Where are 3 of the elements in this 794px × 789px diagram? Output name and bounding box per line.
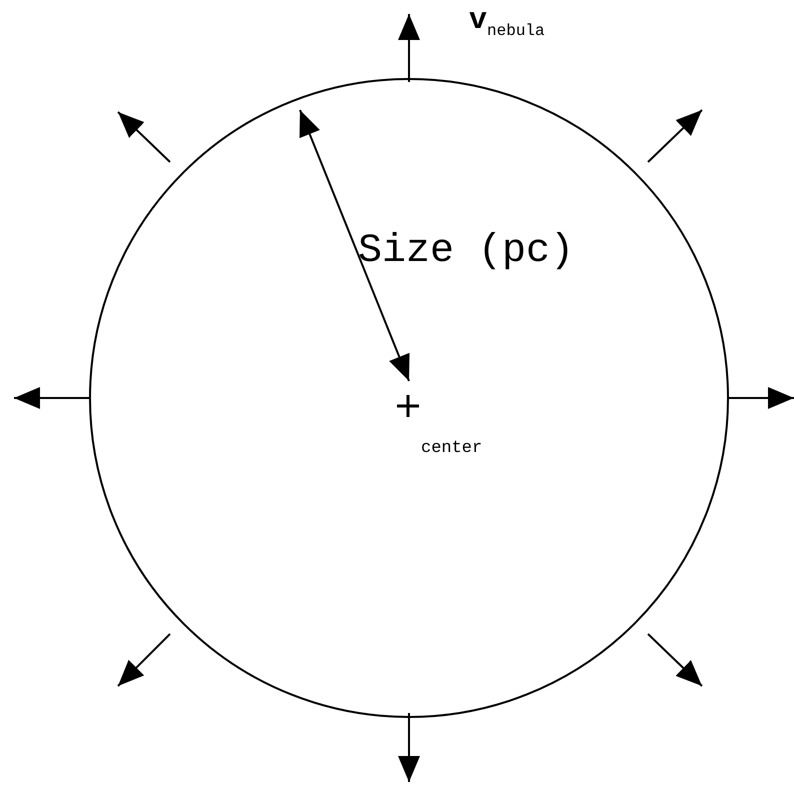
center-label: center	[421, 440, 482, 457]
size-label: Size (pc)	[358, 232, 574, 272]
velocity-label: v$_{nebula}$	[469, 6, 545, 39]
